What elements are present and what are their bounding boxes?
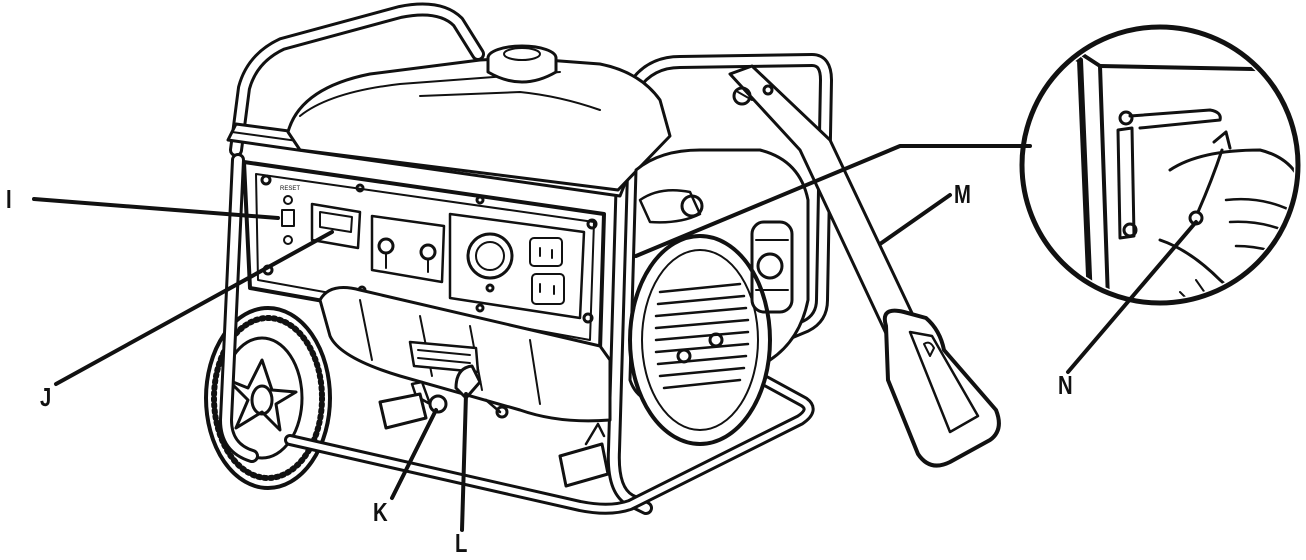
leader-i [32,197,280,220]
leader-m-long [634,144,1032,258]
wheel [204,306,332,490]
control-panel: RESET [242,160,606,352]
panel-reset-text: RESET [280,186,300,192]
leader-l [460,392,468,532]
detail-inset [1019,24,1301,306]
callout-label-k: K [373,497,388,527]
leader-j [54,230,334,386]
callout-label-n: N [1058,370,1073,400]
callout-label-j: J [40,382,52,412]
callout-label-m: M [954,179,971,209]
leader-k [390,408,438,500]
engine [318,286,612,488]
leader-lines [32,144,1198,532]
recoil-starter [628,148,810,446]
leader-m [878,193,952,246]
callout-label-l: L [455,528,468,558]
fuel-tank [286,44,672,192]
leader-n [1066,220,1198,374]
callout-label-i: I [6,184,12,214]
frame-handle [728,64,1001,468]
